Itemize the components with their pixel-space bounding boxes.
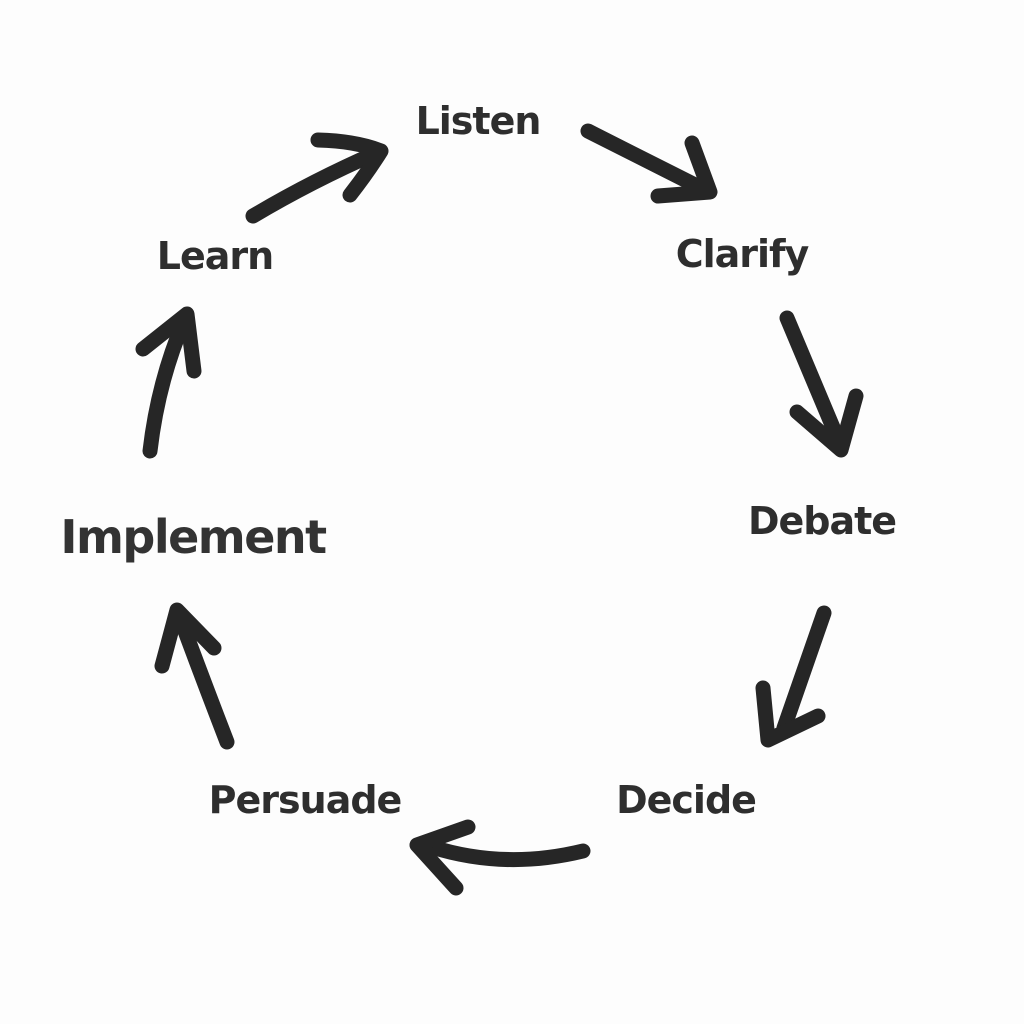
arrow-implement-to-learn — [135, 306, 202, 459]
step-label-clarify: Clarify — [675, 232, 810, 276]
step-label-debate: Debate — [747, 499, 897, 543]
step-label-persuade: Persuade — [208, 778, 403, 822]
arrow-listen-to-clarify — [580, 123, 718, 204]
arrow-decide-to-persuade — [409, 819, 591, 896]
step-label-implement: Implement — [60, 510, 327, 564]
step-label-decide: Decide — [616, 778, 757, 822]
arrow-learn-to-listen — [245, 132, 389, 224]
step-label-listen: Listen — [415, 99, 542, 143]
arrow-clarify-to-debate — [779, 310, 864, 458]
arrow-persuade-to-implement — [154, 602, 235, 750]
arrow-debate-to-decide — [755, 605, 832, 748]
step-label-learn: Learn — [156, 234, 274, 278]
